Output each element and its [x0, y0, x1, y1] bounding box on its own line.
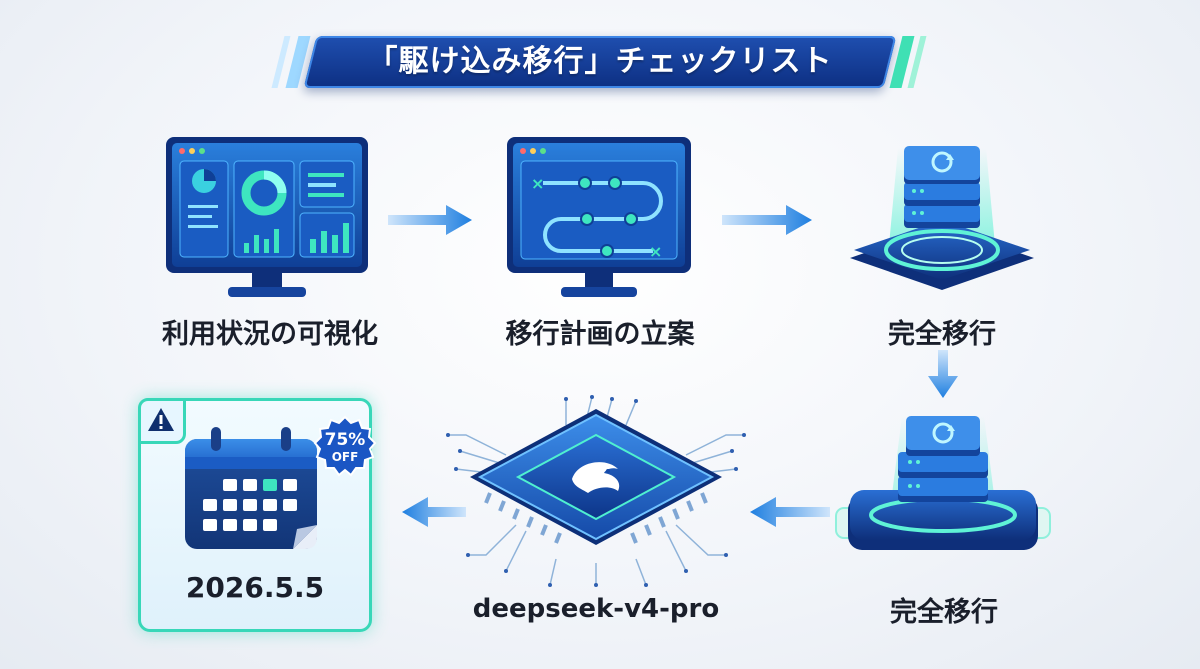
step-label-migrate-2: 完全移行	[890, 597, 998, 628]
badge-seal-icon	[313, 415, 377, 477]
arrow-down	[928, 350, 958, 398]
step-label-model: deepseek-v4-pro	[472, 594, 720, 624]
ai-chip-icon	[446, 395, 746, 587]
arrow-right-2	[722, 205, 812, 235]
badge-off: OFF	[331, 449, 359, 464]
arrow-left-1	[750, 497, 830, 527]
step-label-migrate-1: 完全移行	[888, 319, 996, 350]
step-label-visualize: 利用状況の可視化	[162, 319, 378, 350]
server-stack-icon-2	[835, 416, 1051, 550]
warning-icon	[148, 408, 174, 431]
warning-tab	[138, 398, 186, 444]
server-stack-icon	[850, 146, 1034, 290]
step-label-plan: 移行計画の立案	[505, 319, 695, 350]
deadline-card: 75% OFF 2026.5.5	[138, 398, 377, 632]
calendar-icon	[185, 427, 317, 549]
page-title: 「駆け込み移行」チェックリスト	[367, 44, 833, 79]
deadline-date: 2026.5.5	[185, 571, 325, 604]
discount-badge: 75% OFF	[313, 415, 377, 479]
arrow-right-1	[388, 205, 472, 235]
svg-text:×: ×	[531, 174, 544, 193]
title-banner: 「駆け込み移行」チェックリスト	[271, 30, 927, 94]
plan-route-monitor-icon: × ×	[507, 137, 691, 297]
dashboard-monitor-icon	[166, 137, 368, 297]
badge-percent: 75%	[324, 429, 366, 450]
svg-text:×: ×	[649, 242, 662, 261]
arrow-left-2	[402, 497, 466, 527]
